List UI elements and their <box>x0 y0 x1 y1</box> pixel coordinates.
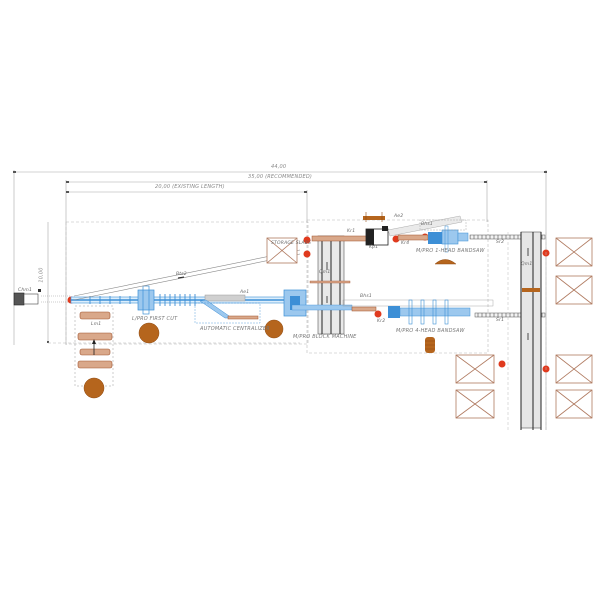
round-logs <box>83 319 284 399</box>
tag-sr1: Sr1 <box>496 318 505 323</box>
dim-recommended: 35,00 (RECOMMENDED) <box>248 174 313 180</box>
tag-qm1: Qm1 <box>319 270 331 275</box>
bts2-conveyor <box>73 249 301 301</box>
right-outfeed <box>507 231 547 430</box>
dimension-ticks <box>13 171 547 343</box>
tag-bts2: Bts2 <box>176 272 187 277</box>
tag-kr4: Kr4 <box>401 241 410 246</box>
label-storage-slabs: STORAGE SLABS <box>271 241 312 246</box>
main-line <box>70 285 307 324</box>
qm1-transfer <box>309 235 351 335</box>
label-first-cut: L/PRO FIRST CUT <box>132 316 178 322</box>
chm1-infeed <box>13 289 70 306</box>
storage-crates <box>455 237 593 419</box>
label-block-machine: M/PRO BLOCK MACHINE <box>293 334 357 340</box>
tag-kp1: Kp1 <box>369 245 379 250</box>
tag-qm1-right: Qm1 <box>521 262 533 267</box>
tag-kr2: Kr2 <box>377 319 386 324</box>
label-centralizer: AUTOMATIC CENTRALIZER <box>200 326 270 332</box>
tag-ae2: Ae2 <box>394 214 404 219</box>
storage-slabs-box <box>266 237 298 264</box>
upper-branch <box>311 212 546 265</box>
tag-bhs1: Bhs1 <box>360 294 372 299</box>
lower-branch <box>291 299 546 353</box>
label-1-head-bandsaw: M/PRO 1-HEAD BANDSAW <box>416 248 485 254</box>
tag-ae1: Ae1 <box>240 290 250 295</box>
tag-bhs2: Bhs1 <box>421 222 433 227</box>
dim-existing: 20,00 (EXISTING LENGTH) <box>155 184 225 190</box>
label-4-head-bandsaw: M/PRO 4-HEAD BANDSAW <box>396 328 465 334</box>
area-outlines <box>48 219 489 354</box>
dim-width: 10,00 <box>38 267 45 283</box>
tag-kr1: Kr1 <box>347 229 356 234</box>
tag-sr2: Sr2 <box>496 240 505 245</box>
tag-chm1: Chm1 <box>18 288 33 293</box>
dim-total: 44,00 <box>271 164 287 170</box>
lm1-log-transfer <box>74 305 114 387</box>
tag-lm1: Lm1 <box>91 322 102 327</box>
